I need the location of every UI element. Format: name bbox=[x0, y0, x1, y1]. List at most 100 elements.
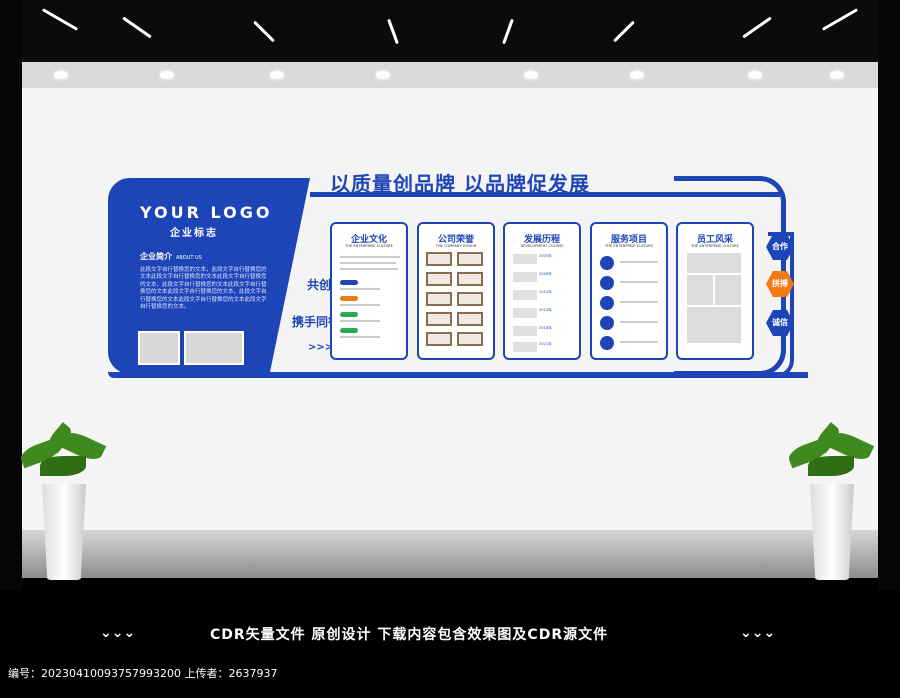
certificate bbox=[457, 272, 483, 286]
panel-title: 发展历程 bbox=[523, 235, 560, 245]
spotlight bbox=[630, 71, 644, 79]
text-line bbox=[340, 268, 398, 270]
spotlight bbox=[270, 71, 284, 79]
panel-honor: 公司荣誉 THE COMPANY HONOR bbox=[417, 222, 495, 360]
certificate bbox=[457, 312, 483, 326]
tag-badge bbox=[340, 296, 358, 301]
panel-subtitle: THE ENTERPRISE CULTURE bbox=[691, 244, 739, 248]
service-dot bbox=[600, 296, 614, 310]
service-dot bbox=[600, 316, 614, 330]
text-line bbox=[620, 261, 658, 263]
panel-services: 服务项目 THE ENTERPRISE CULTURE bbox=[590, 222, 668, 360]
panel-title: 企业文化 bbox=[350, 235, 387, 245]
certificate bbox=[426, 332, 452, 346]
intro-text: 此段文字自行替换您的文本，此段文字自行替换您的文本此段文字自行替换您的文本此段文… bbox=[140, 267, 267, 311]
text-line bbox=[340, 256, 400, 258]
spotlight bbox=[376, 71, 390, 79]
spotlight bbox=[54, 71, 68, 79]
text-line bbox=[340, 304, 380, 306]
certificate bbox=[426, 292, 452, 306]
milestone-year: 2021年 bbox=[539, 342, 552, 346]
panel-subtitle: THE COMPANY HONOR bbox=[435, 244, 477, 248]
spotlight bbox=[748, 71, 762, 79]
milestone-image bbox=[513, 308, 537, 318]
certificate bbox=[457, 252, 483, 266]
value-hex-integrity: 诚信 bbox=[766, 310, 794, 336]
intro-title-text: 企业简介 bbox=[140, 252, 172, 261]
text-line bbox=[620, 341, 658, 343]
headline: 以质量创品牌 以品牌促发展 bbox=[330, 172, 590, 196]
intro-photo bbox=[184, 331, 244, 365]
ceiling-light bbox=[742, 16, 772, 39]
staff-photo bbox=[686, 274, 714, 306]
footer-meta: 编号：20230410093757993200 上传者：2637937 bbox=[8, 667, 278, 680]
ceiling-light bbox=[821, 8, 859, 31]
ceiling-light bbox=[502, 18, 514, 45]
leaf bbox=[40, 456, 86, 476]
text-line bbox=[340, 336, 380, 338]
text-line bbox=[620, 321, 658, 323]
logo-subtitle: 企业标志 bbox=[170, 228, 218, 239]
panel-staff: 员工风采 THE ENTERPRISE CULTURE bbox=[676, 222, 754, 360]
panel-history: 发展历程 DEVELOPMENT COURSE 2005年 2008年 2012… bbox=[503, 222, 581, 360]
milestone-image bbox=[513, 254, 537, 264]
milestone-image bbox=[513, 342, 537, 352]
certificate bbox=[426, 252, 452, 266]
ceiling bbox=[0, 0, 900, 62]
panel-title: 员工风采 bbox=[696, 235, 733, 245]
milestone-year: 2008年 bbox=[539, 272, 552, 276]
milestone-image bbox=[513, 272, 537, 282]
certificate bbox=[426, 272, 452, 286]
panel-title: 服务项目 bbox=[610, 235, 647, 245]
chevron-down-icon: ⌄⌄⌄ bbox=[100, 625, 136, 641]
service-dot bbox=[600, 336, 614, 350]
tag-badge bbox=[340, 280, 358, 285]
certificate bbox=[457, 332, 483, 346]
intro-title: 企业简介 ABOUT US bbox=[140, 251, 202, 262]
value-hex-striving: 拼搏 bbox=[766, 271, 794, 297]
milestone-image bbox=[513, 290, 537, 300]
potted-plant-left bbox=[16, 422, 112, 580]
ceiling-light bbox=[41, 8, 79, 31]
milestone-year: 2013年 bbox=[539, 308, 552, 312]
panel-title: 公司荣誉 bbox=[437, 235, 474, 245]
tag-badge bbox=[340, 328, 358, 333]
milestone-year: 2005年 bbox=[539, 254, 552, 258]
panel-subtitle: THE ENTERPRISE CULTURE bbox=[605, 244, 653, 248]
staff-photo bbox=[686, 306, 742, 344]
frame-left bbox=[0, 0, 22, 590]
text-line bbox=[340, 288, 380, 290]
ceiling-light bbox=[613, 20, 635, 43]
footer-tagline: CDR矢量文件 原创设计 下载内容包含效果图及CDR源文件 bbox=[210, 627, 609, 643]
service-dot bbox=[600, 276, 614, 290]
ceiling-light bbox=[122, 16, 152, 39]
value-hex-cooperation: 合作 bbox=[766, 234, 794, 260]
ceiling-soffit bbox=[22, 62, 878, 88]
staff-photo bbox=[686, 252, 742, 274]
text-line bbox=[620, 281, 658, 283]
board-bottom-bar bbox=[108, 372, 808, 378]
service-dot bbox=[600, 256, 614, 270]
ceiling-light bbox=[253, 20, 275, 43]
board-top-line bbox=[310, 192, 780, 197]
spotlight bbox=[830, 71, 844, 79]
intro-photo bbox=[138, 331, 180, 365]
slogan-arrows: >>> bbox=[308, 342, 334, 353]
panel-subtitle: DEVELOPMENT COURSE bbox=[520, 244, 564, 248]
panel-culture: 企业文化 THE ENTERPRISE CULTURE bbox=[330, 222, 408, 360]
slogan-line-2: 携手同行 bbox=[292, 315, 341, 329]
plant-pot bbox=[810, 484, 854, 580]
certificate bbox=[457, 292, 483, 306]
spotlight bbox=[524, 71, 538, 79]
footer-bar bbox=[0, 590, 900, 698]
text-line bbox=[620, 301, 658, 303]
ceiling-light bbox=[387, 18, 399, 45]
staff-photo bbox=[714, 274, 742, 306]
logo-text: YOUR LOGO bbox=[140, 203, 273, 222]
tag-badge bbox=[340, 312, 358, 317]
frame-right bbox=[878, 0, 900, 590]
milestone-year: 2012年 bbox=[539, 290, 552, 294]
floor bbox=[22, 530, 878, 578]
intro-title-en: ABOUT US bbox=[176, 255, 202, 261]
text-line bbox=[340, 320, 380, 322]
